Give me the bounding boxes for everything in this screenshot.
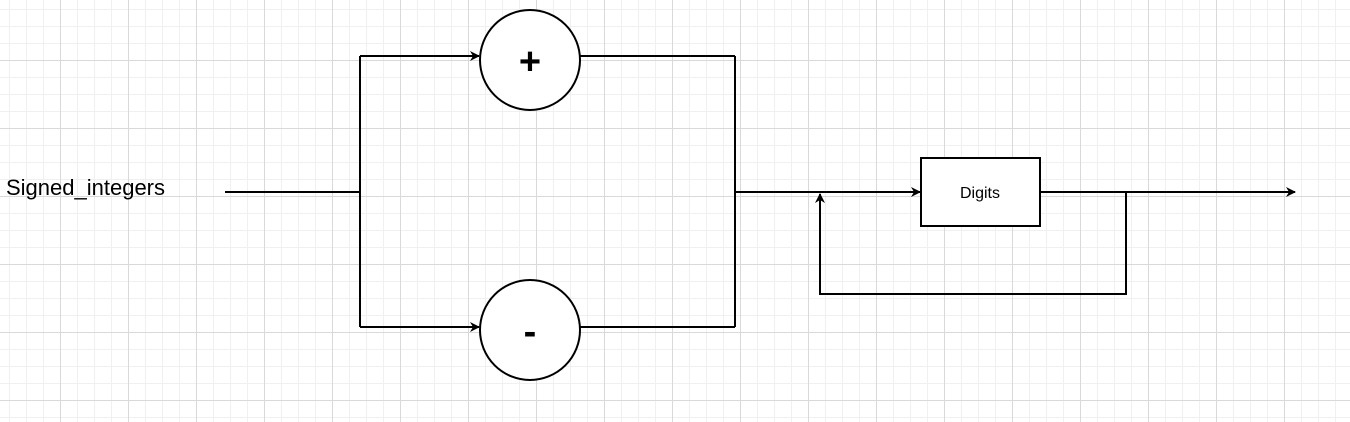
plus-symbol: +: [519, 41, 541, 83]
minus-node: -: [479, 279, 581, 381]
minus-symbol: -: [524, 311, 537, 353]
digits-node: Digits: [920, 157, 1041, 227]
plus-node: +: [479, 9, 581, 111]
rule-name-label: Signed_integers: [6, 175, 166, 200]
repeat-loop-line: [815, 192, 1127, 295]
digits-label: Digits: [960, 185, 1000, 202]
